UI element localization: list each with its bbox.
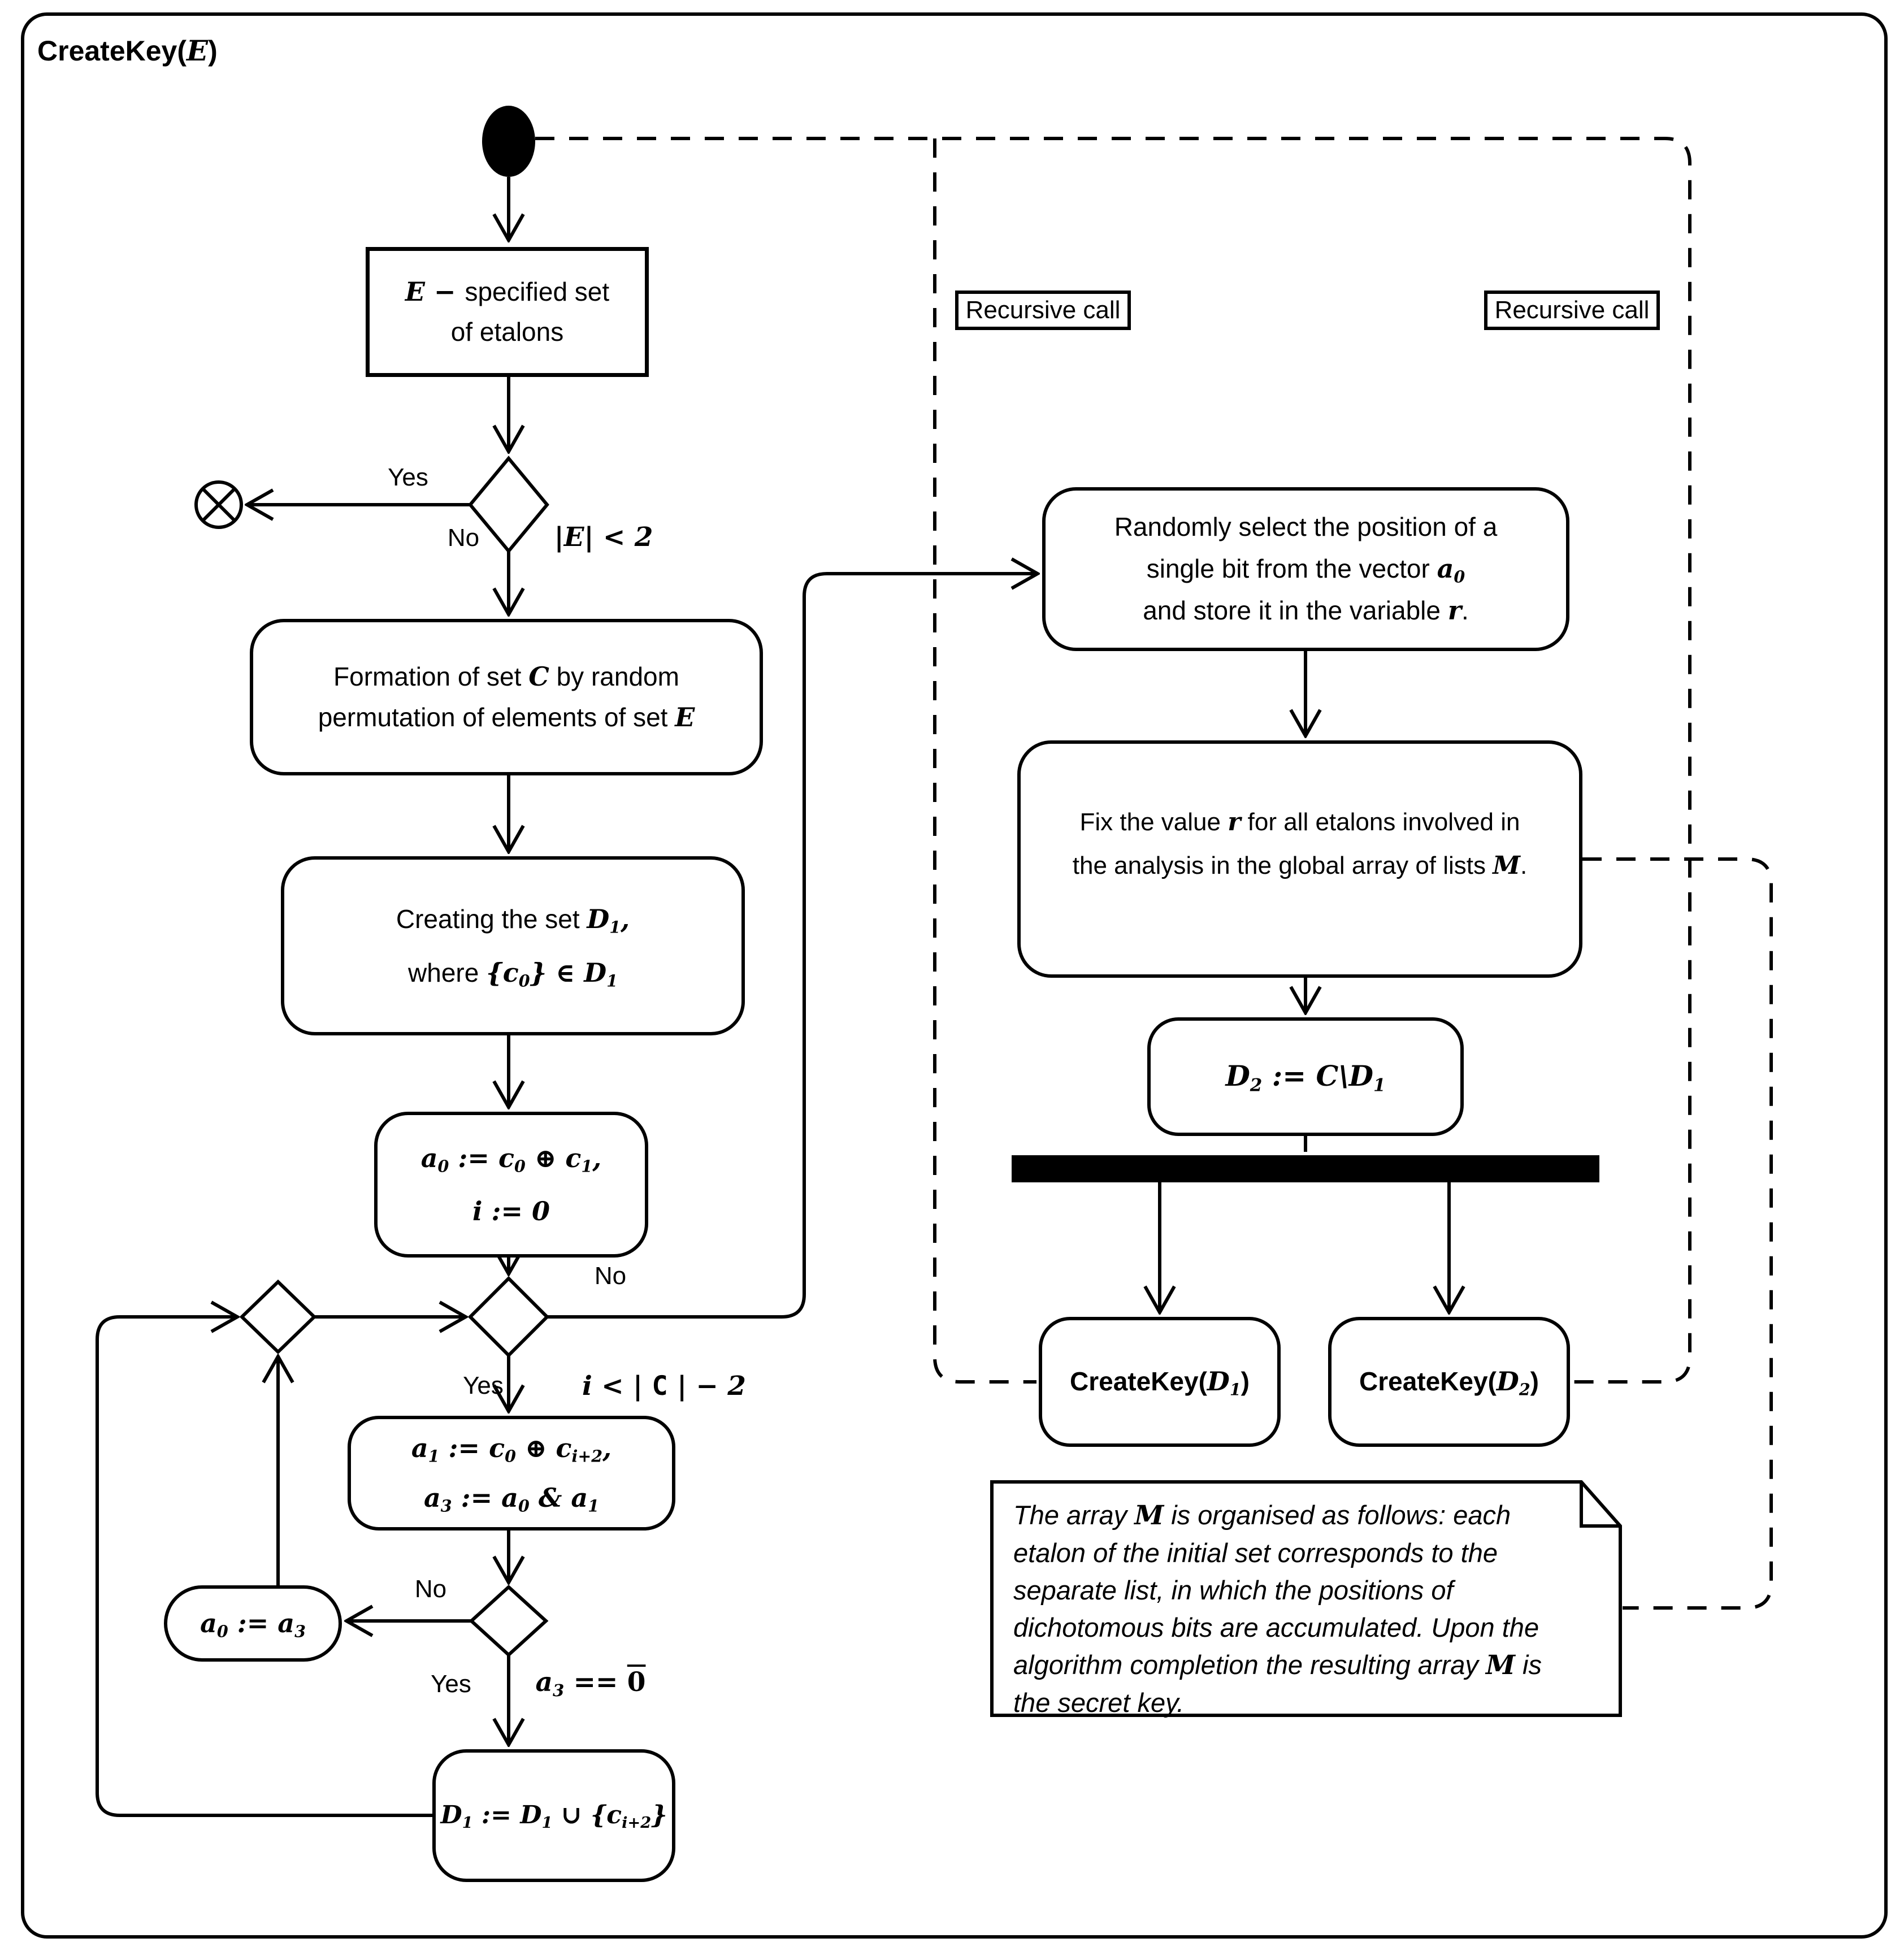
text-line: CreateKey(D2) — [1359, 1366, 1539, 1399]
arrow-no-branch-to-random — [547, 574, 1038, 1319]
recursive-call-label: Recursive call — [965, 296, 1121, 324]
node-iter-a1-a3: a1 := c0 ⊕ ci+2, a3 := a0 & a1 — [348, 1416, 675, 1531]
decision-diamond-loop — [467, 1276, 550, 1358]
recursive-call-tag-right: Recursive call — [1484, 291, 1660, 330]
text-line: single bit from the vector a0 — [1146, 553, 1465, 587]
node-specified-set: E − specified set of etalons — [366, 247, 649, 377]
dashed-recursion-right — [535, 137, 1692, 1384]
node-random-select: Randomly select the position of a single… — [1042, 487, 1569, 651]
text-line: i := 0 — [472, 1196, 550, 1226]
recursive-call-label: Recursive call — [1494, 296, 1650, 324]
node-d2-assign: D2 := C\D1 — [1147, 1017, 1464, 1136]
label-yes-top: Yes — [388, 463, 428, 491]
note-line: etalon of the initial set corresponds to… — [1013, 1538, 1498, 1568]
start-node-icon — [482, 106, 535, 177]
dashed-connectors — [535, 137, 1773, 1610]
text-line: Creating the set D1, — [396, 904, 630, 937]
text-line: where {c0} ∈ D1 — [408, 957, 618, 991]
dashed-note-connector — [1582, 857, 1773, 1610]
node-init-a0: a0 := c0 ⊕ c1, i := 0 — [374, 1112, 648, 1258]
flow-final-icon — [194, 480, 243, 529]
decision-diamond-size-check — [468, 456, 549, 554]
label-no-top: No — [447, 524, 480, 552]
note-line: algorithm completion the resulting array… — [1013, 1650, 1542, 1681]
note-shape — [990, 1480, 1622, 1717]
text-line: a1 := c0 ⊕ ci+2, — [411, 1433, 612, 1466]
text-line: Fix the value r for all etalons involved… — [1079, 808, 1520, 836]
fork-bar-icon — [1012, 1155, 1599, 1182]
label-no-zero: No — [414, 1575, 447, 1603]
solid-connectors — [96, 177, 1449, 1817]
node-creating-d1: Creating the set D1, where {c0} ∈ D1 — [281, 856, 745, 1035]
text-line: D2 := C\D1 — [1225, 1059, 1386, 1096]
decision-diamond-zero — [469, 1584, 549, 1658]
note-line: The array M is organised as follows: eac… — [1013, 1500, 1511, 1531]
label-cond-zero: a3 == 0 — [535, 1667, 646, 1700]
text-line: of etalons — [450, 317, 564, 346]
dashed-recursion-left — [933, 138, 1036, 1384]
note-line: dichotomous bits are accumulated. Upon t… — [1013, 1612, 1539, 1642]
label-no-loop: No — [594, 1262, 627, 1290]
label-cond-e: |E| < 2 — [554, 522, 653, 553]
node-createkey-d1: CreateKey(D1) — [1039, 1317, 1281, 1447]
merge-diamond — [239, 1279, 317, 1355]
label-cond-i: i < | C | − 2 — [582, 1371, 747, 1402]
text-line: permutation of elements of set E — [318, 701, 695, 732]
text-line: Randomly select the position of a — [1114, 512, 1498, 542]
node-fix-value: Fix the value r for all etalons involved… — [1017, 740, 1582, 978]
text-line: E − specified set — [405, 276, 610, 307]
label-yes-loop: Yes — [463, 1372, 504, 1399]
text-line: a3 := a0 & a1 — [423, 1482, 600, 1516]
note-text: The array M is organised as follows: eac… — [992, 1482, 1620, 1718]
recursive-call-tag-left: Recursive call — [955, 291, 1131, 330]
note-line: separate list, in which the positions of — [1013, 1575, 1454, 1605]
node-assign-a0-a3: a0 := a3 — [164, 1585, 342, 1662]
arrow-union-loopback-to-merge — [96, 1317, 432, 1817]
label-yes-zero: Yes — [431, 1670, 471, 1698]
text-line: CreateKey(D1) — [1070, 1366, 1250, 1399]
diagram-title: CreateKey(E) — [37, 34, 218, 67]
text-line: and store it in the variable r. — [1143, 595, 1469, 626]
note-fold-icon — [1580, 1482, 1620, 1528]
text-line: a0 := c0 ⊕ c1, — [420, 1142, 602, 1176]
text-line: D1 := D1 ∪ {ci+2} — [440, 1801, 667, 1832]
text-line: a0 := a3 — [200, 1607, 306, 1641]
node-formation: Formation of set C by random permutation… — [250, 619, 763, 775]
node-createkey-d2: CreateKey(D2) — [1328, 1317, 1570, 1447]
text-line: Formation of set C by random — [333, 661, 679, 692]
node-union-d1: D1 := D1 ∪ {ci+2} — [432, 1749, 675, 1882]
note-line: the secret key. — [1013, 1688, 1185, 1718]
text-line: the analysis in the global array of list… — [1072, 851, 1528, 880]
